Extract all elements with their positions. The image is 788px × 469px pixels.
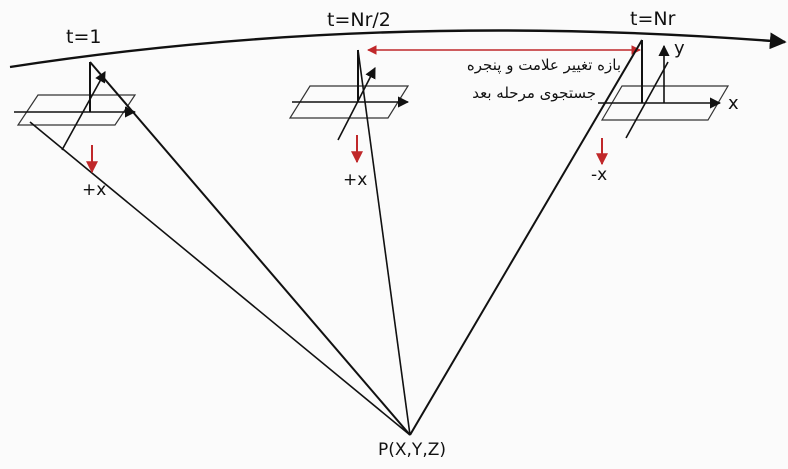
interval-caption-line1: بازه تغییر علامت و پنجره — [466, 56, 621, 74]
label-t-middle: t=Nr/2 — [327, 9, 391, 31]
ray-tnr — [409, 39, 643, 436]
label-axis-y: y — [674, 38, 685, 59]
label-sign-middle: +x — [343, 170, 368, 190]
ray-left-outer — [29, 121, 411, 436]
label-t-last: t=Nr — [630, 8, 676, 30]
interval-caption-line2: جستجوی مرحله بعد — [472, 84, 596, 102]
ray-t1 — [89, 61, 411, 436]
camera-frame-tnr — [598, 40, 730, 139]
label-sign-first: +x — [82, 180, 107, 200]
camera-frame-t1 — [14, 62, 137, 151]
label-sign-last: -x — [591, 165, 608, 185]
trajectory-curve — [9, 29, 787, 69]
label-t-first: t=1 — [66, 26, 102, 48]
label-axis-x: x — [728, 93, 739, 114]
ray-tmid — [357, 49, 411, 436]
label-target-point: P(X,Y,Z) — [378, 440, 446, 460]
camera-frame-tmid — [288, 50, 410, 141]
